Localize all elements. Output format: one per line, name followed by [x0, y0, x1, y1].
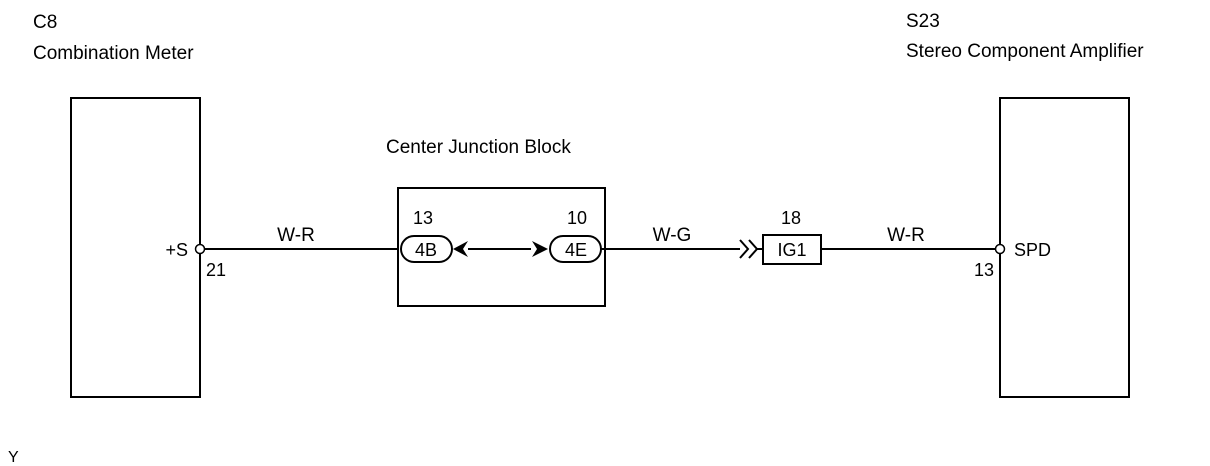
inline-connector-chevron-icon	[739, 239, 759, 259]
inline-connector-pin: 18	[781, 208, 801, 228]
wire-left-color: W-R	[277, 225, 315, 246]
connector-4b-shape	[400, 235, 453, 263]
left-terminal-label: +S	[165, 240, 188, 260]
junction-block-name: Center Junction Block	[386, 137, 571, 158]
left-pin-number: 21	[206, 260, 226, 280]
connector-4e-arrow-icon	[532, 241, 548, 257]
right-terminal-pin	[994, 243, 1006, 255]
right-component-name: Stereo Component Amplifier	[906, 41, 1144, 62]
right-terminal-label: SPD	[1014, 240, 1051, 260]
wire-right-color: W-R	[887, 225, 925, 246]
right-component-box	[999, 97, 1130, 398]
wire-middle-color: W-G	[653, 225, 692, 246]
connector-4e-shape	[549, 235, 602, 263]
right-component-code: S23	[906, 11, 940, 32]
left-component-box	[70, 97, 201, 398]
junction-right-pin: 10	[567, 208, 587, 228]
footer-mark: Y	[8, 449, 19, 466]
junction-left-pin: 13	[413, 208, 433, 228]
junction-right-connector: 4E	[565, 240, 587, 260]
left-component-code: C8	[33, 12, 57, 33]
inline-connector-box	[762, 234, 822, 265]
inline-connector-label: IG1	[777, 240, 806, 260]
connector-4b-arrow-icon	[453, 241, 468, 257]
left-component-name: Combination Meter	[33, 43, 194, 64]
junction-left-connector: 4B	[415, 240, 437, 260]
left-terminal-pin	[194, 243, 206, 255]
right-pin-number: 13	[974, 260, 994, 280]
